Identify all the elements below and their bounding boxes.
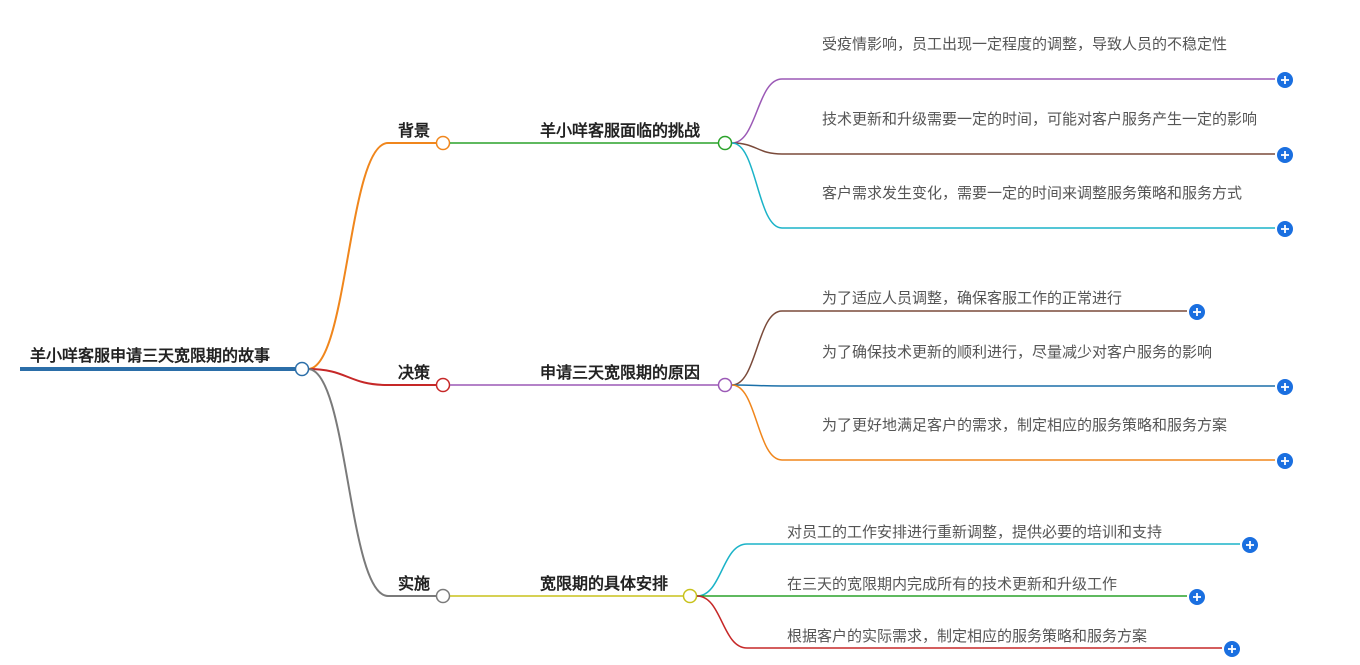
branch-connector (307, 368, 389, 386)
collapse-toggle[interactable] (435, 588, 451, 604)
leaf-topic: 为了更好地满足客户的需求，制定相应的服务策略和服务方案 (822, 416, 1228, 434)
leaf-topic: 受疫情影响，员工出现一定程度的调整，导致人员的不稳定性 (822, 35, 1228, 53)
leaf-connector (731, 142, 783, 155)
subtopic-0: 羊小咩客服面临的挑战 (540, 121, 701, 140)
branch-connector (307, 368, 389, 597)
leaf-connector (731, 384, 783, 387)
branch-connector (307, 142, 389, 370)
leaf-topic: 在三天的宽限期内完成所有的技术更新和升级工作 (787, 575, 1118, 593)
leaf-topic: 客户需求发生变化，需要一定的时间来调整服务策略和服务方式 (822, 184, 1243, 202)
leaf-connector (696, 595, 748, 649)
leaf-topic: 为了适应人员调整，确保客服工作的正常进行 (822, 289, 1123, 307)
leaf-topic: 根据客户的实际需求，制定相应的服务策略和服务方案 (787, 627, 1148, 645)
leaf-connector (731, 78, 783, 144)
leaf-connector (731, 142, 783, 229)
leaf-connector (731, 384, 783, 461)
leaf-topic: 技术更新和升级需要一定的时间，可能对客户服务产生一定的影响 (822, 110, 1258, 128)
leaf-topic: 为了确保技术更新的顺利进行，尽量减少对客户服务的影响 (822, 343, 1213, 361)
root-topic: 羊小咩客服申请三天宽限期的故事 (30, 346, 271, 365)
branch-topic-2: 实施 (398, 574, 431, 593)
collapse-toggle[interactable] (294, 361, 310, 377)
subtopic-1: 申请三天宽限期的原因 (540, 363, 701, 382)
branch-topic-1: 决策 (398, 363, 431, 382)
collapse-toggle[interactable] (435, 135, 451, 151)
leaf-connector (731, 310, 783, 386)
subtopic-2: 宽限期的具体安排 (540, 574, 669, 593)
collapse-toggle[interactable] (435, 377, 451, 393)
branch-topic-0: 背景 (398, 121, 431, 140)
collapse-toggle[interactable] (717, 377, 733, 393)
leaf-connector (696, 543, 748, 597)
leaf-topic: 对员工的工作安排进行重新调整，提供必要的培训和支持 (787, 523, 1163, 541)
collapse-toggle[interactable] (682, 588, 698, 604)
collapse-toggle[interactable] (717, 135, 733, 151)
